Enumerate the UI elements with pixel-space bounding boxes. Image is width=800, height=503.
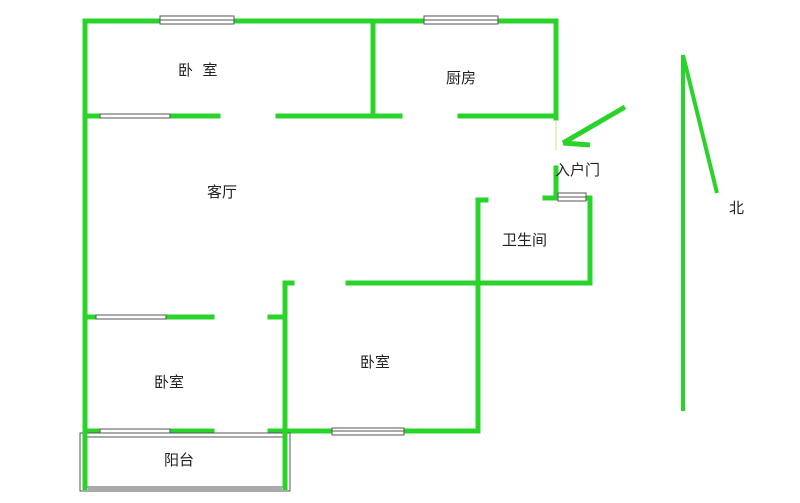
walls <box>82 18 593 434</box>
label-living-room: 客厅 <box>207 183 237 201</box>
balcony <box>79 431 291 492</box>
windows <box>95 15 587 436</box>
label-bedroom-top: 卧 室 <box>178 61 218 79</box>
label-entrance: 入户门 <box>555 161 600 179</box>
window-partition-lower <box>95 314 167 320</box>
window-partition-top <box>99 113 171 119</box>
label-kitchen: 厨房 <box>446 69 476 87</box>
north-arrow-icon <box>681 54 719 411</box>
window-partition-balcony <box>99 428 171 434</box>
label-bedroom-middle: 卧室 <box>360 353 390 371</box>
balcony-frame-outer <box>79 432 291 492</box>
entrance-arrow-icon <box>555 104 627 150</box>
label-bathroom: 卫生间 <box>502 231 547 249</box>
label-north: 北 <box>729 199 744 217</box>
label-bedroom-lower-left: 卧室 <box>154 373 184 391</box>
label-balcony: 阳台 <box>164 451 194 469</box>
